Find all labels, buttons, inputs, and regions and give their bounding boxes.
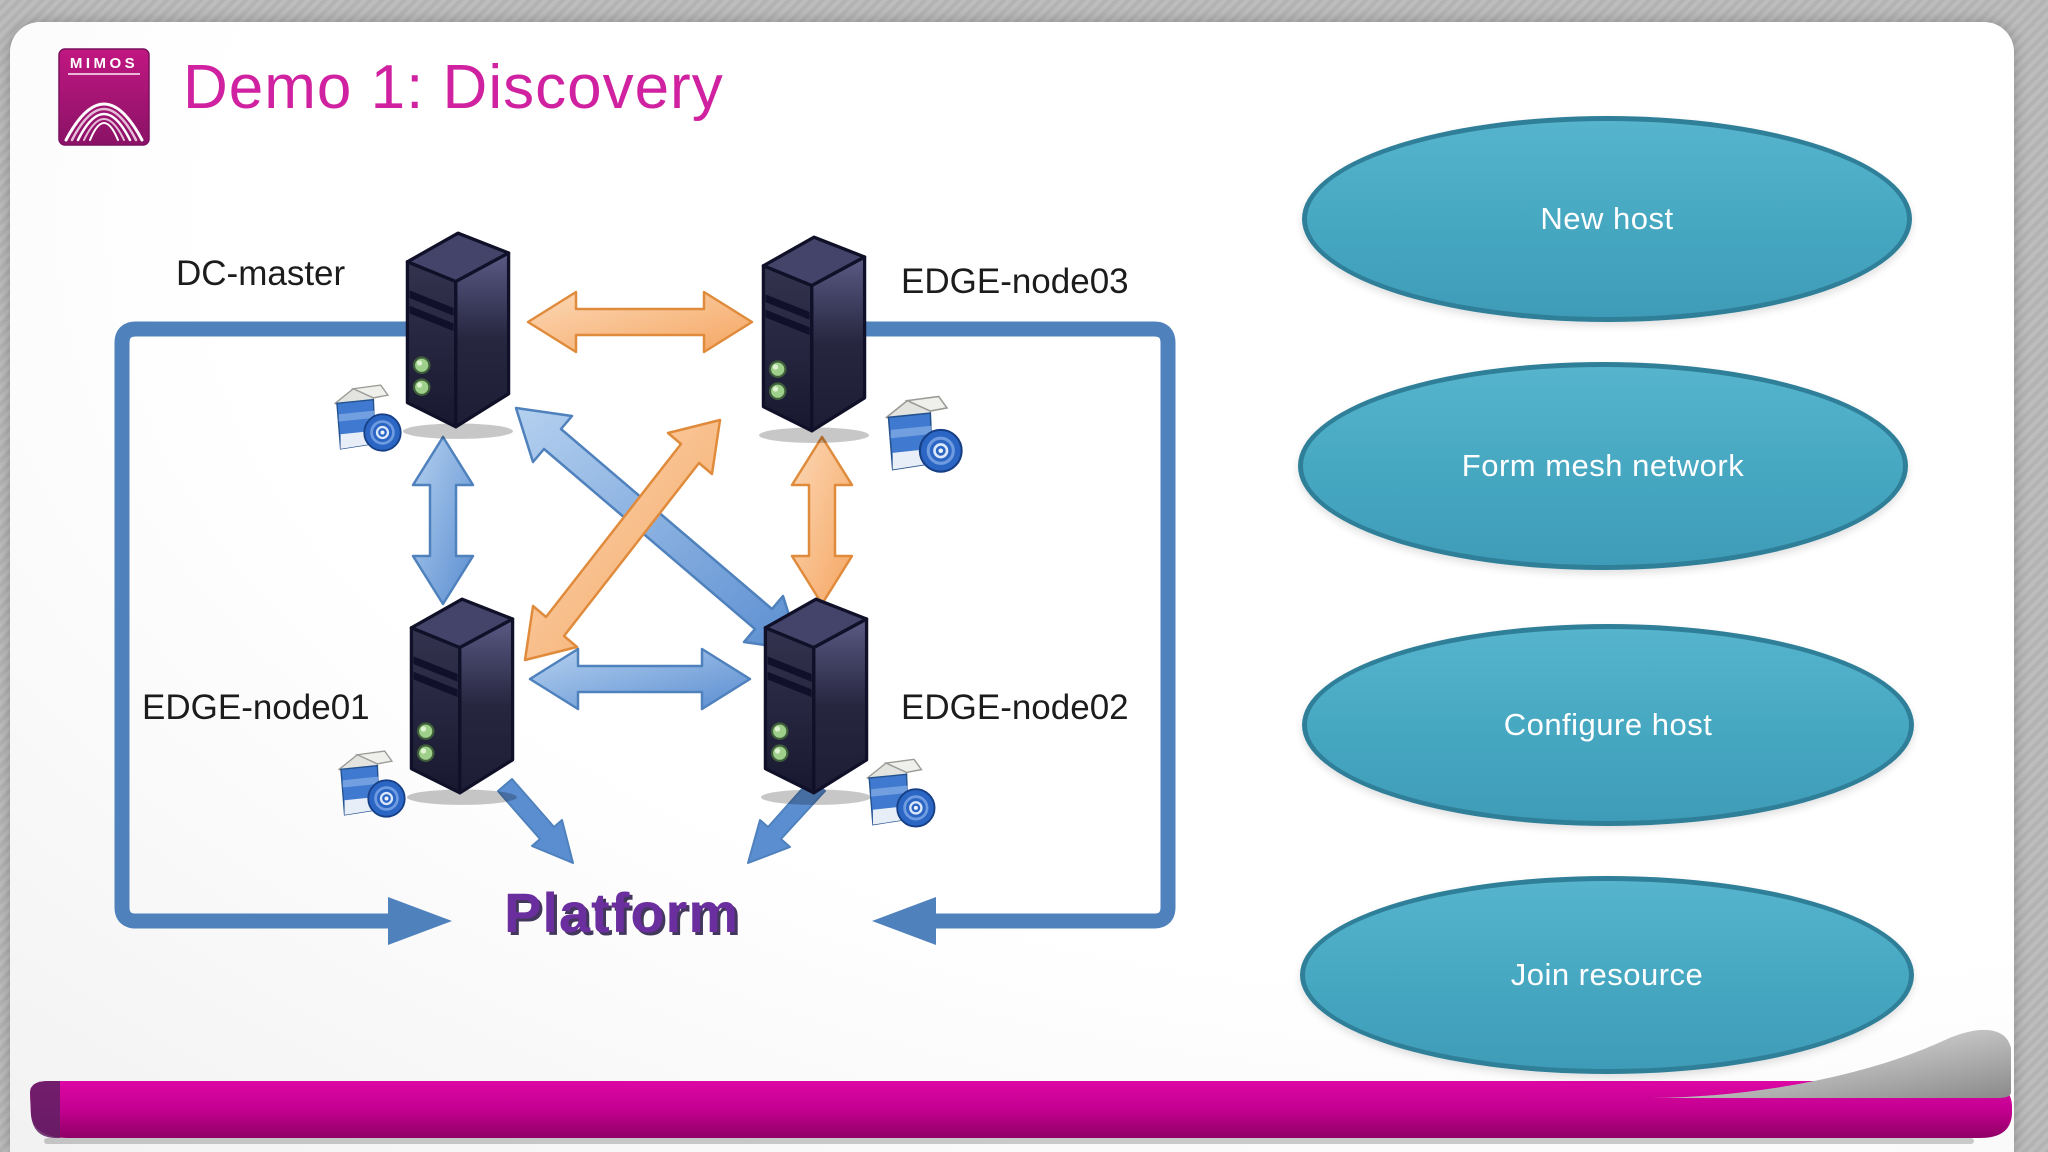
server-icon-edge-node03 bbox=[757, 235, 871, 444]
arrow-diagonal-orange-edgenode03-edgenode01 bbox=[523, 418, 722, 662]
flow-step-configure-host: Configure host bbox=[1302, 624, 1914, 826]
server-icon-dc-master bbox=[401, 231, 515, 440]
arrow-vertical-blue-dcmaster-edgenode01 bbox=[411, 435, 475, 606]
flow-step-label: Configure host bbox=[1503, 707, 1713, 742]
mimos-logo-text: MIMOS bbox=[70, 55, 138, 72]
software-package-icon-dc-master bbox=[333, 383, 403, 453]
mimos-logo: MIMOS bbox=[58, 48, 150, 146]
flow-step-label: New host bbox=[1540, 201, 1674, 236]
node-label-edge-node03: EDGE-node03 bbox=[901, 262, 1129, 301]
arrow-horizontal-blue-edgenode01-edgenode02 bbox=[528, 647, 752, 711]
software-package-icon-edge-node01 bbox=[337, 749, 407, 819]
flow-step-new-host: New host bbox=[1302, 116, 1912, 322]
arrow-vertical-orange-edgenode03-edgenode02 bbox=[790, 435, 854, 606]
software-package-icon-edge-node03 bbox=[884, 394, 964, 474]
flow-step-form-mesh-network: Form mesh network bbox=[1298, 362, 1908, 570]
node-label-dc-master: DC-master bbox=[176, 254, 346, 293]
server-icon-edge-node02 bbox=[759, 597, 873, 806]
server-icon-edge-node01 bbox=[405, 597, 519, 806]
arrow-horizontal-orange-dcmaster-edgenode03 bbox=[526, 290, 754, 354]
footer-swoosh bbox=[1650, 1029, 2011, 1098]
connector-right-to-platform bbox=[810, 321, 1176, 945]
software-package-icon-edge-node02 bbox=[865, 757, 936, 828]
arrow-edgenode01-to-platform bbox=[497, 778, 574, 864]
node-label-edge-node02: EDGE-node02 bbox=[901, 688, 1129, 727]
footer-ribbon bbox=[30, 1029, 2012, 1144]
flow-step-label: Form mesh network bbox=[1461, 448, 1745, 483]
mimos-logo-graphic: MIMOS bbox=[58, 48, 150, 146]
platform-label: Platform bbox=[504, 881, 740, 944]
flow-step-join-resource: Join resource bbox=[1300, 876, 1914, 1074]
flow-step-label: Join resource bbox=[1510, 957, 1704, 992]
slide-title: Demo 1: Discovery bbox=[183, 53, 724, 122]
node-label-edge-node01: EDGE-node01 bbox=[142, 688, 370, 727]
connector-left-to-platform bbox=[114, 321, 460, 945]
